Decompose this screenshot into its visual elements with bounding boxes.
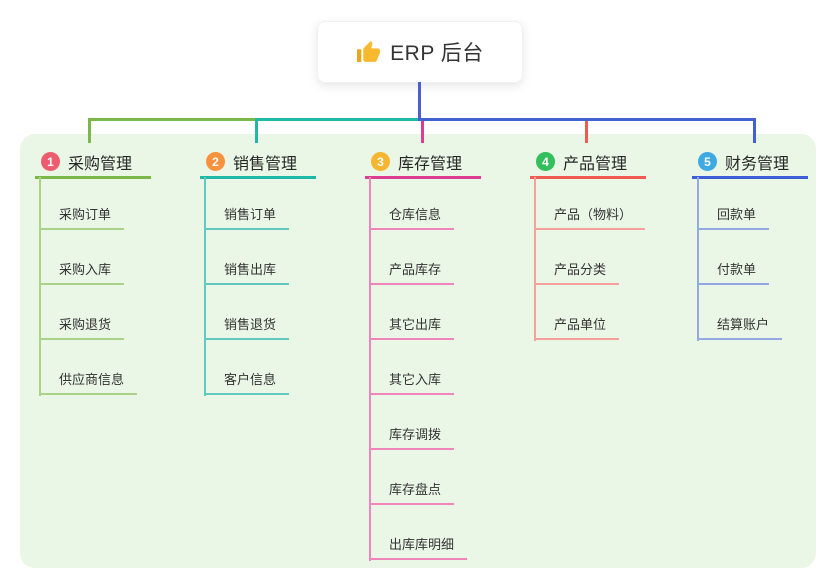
node-qita-chuku[interactable]: 其它出库 [369,314,455,340]
node-kucun-diaobo[interactable]: 库存调拨 [369,424,455,450]
branch-badge-1: 1 [41,152,60,171]
node-caigou-dingdan[interactable]: 采购订单 [39,204,125,230]
node-chanpin-wuliao[interactable]: 产品（物料） [534,204,646,230]
node-caigou-ruku[interactable]: 采购入库 [39,259,125,285]
thumbs-up-icon [357,40,381,62]
branch-header-xiaoshou[interactable]: 2 销售管理 [200,147,316,179]
root-title: ERP 后台 [390,42,484,65]
node-caigou-tuihuo[interactable]: 采购退货 [39,314,125,340]
connector-horizontal-teal [255,118,420,121]
branch-4-child-line [534,177,536,341]
branch-header-chanpin[interactable]: 4 产品管理 [530,147,646,179]
branch-2-child-line [204,177,206,396]
branch-badge-3: 3 [371,152,390,171]
node-kucun-pandian[interactable]: 库存盘点 [369,479,455,505]
branch-badge-2: 2 [206,152,225,171]
node-huikuandan[interactable]: 回款单 [697,204,770,230]
connector-drop-branch-3 [421,121,424,143]
connector-horizontal-green [88,118,258,121]
node-xiaoshou-dingdan[interactable]: 销售订单 [204,204,290,230]
branch-label: 销售管理 [233,155,298,173]
connector-horizontal-blue [418,118,756,121]
node-xiaoshou-chuku[interactable]: 销售出库 [204,259,290,285]
connector-root-vertical [418,82,421,121]
node-jiesuan-zhanghu[interactable]: 结算账户 [697,314,783,340]
node-kehu-xinxi[interactable]: 客户信息 [204,369,290,395]
branch-1-child-line [39,177,41,396]
branch-header-kucun[interactable]: 3 库存管理 [365,147,481,179]
branch-badge-4: 4 [536,152,555,171]
branch-label: 采购管理 [68,155,133,173]
branch-label: 库存管理 [398,155,463,173]
node-chanpin-fenlei[interactable]: 产品分类 [534,259,620,285]
node-chuku-mingxi[interactable]: 出库库明细 [369,534,468,560]
branches-panel [20,134,816,568]
connector-drop-branch-1 [88,118,91,143]
connector-drop-branch-5 [753,118,756,143]
node-gongyingshang[interactable]: 供应商信息 [39,369,138,395]
branch-label: 财务管理 [725,155,790,173]
root-node[interactable]: ERP 后台 [317,21,523,83]
branch-5-child-line [697,177,699,341]
branch-3-child-line [369,177,371,561]
connector-drop-branch-4 [585,121,588,143]
node-xiaoshou-tuihuo[interactable]: 销售退货 [204,314,290,340]
node-fukuandan[interactable]: 付款单 [697,259,770,285]
branch-header-caiwu[interactable]: 5 财务管理 [692,147,808,179]
node-chanpin-danwei[interactable]: 产品单位 [534,314,620,340]
branch-label: 产品管理 [563,155,628,173]
connector-drop-branch-2 [255,118,258,143]
node-qita-ruku[interactable]: 其它入库 [369,369,455,395]
branch-header-caigou[interactable]: 1 采购管理 [35,147,151,179]
node-chanpin-kucun[interactable]: 产品库存 [369,259,455,285]
node-cangku-xinxi[interactable]: 仓库信息 [369,204,455,230]
branch-badge-5: 5 [698,152,717,171]
